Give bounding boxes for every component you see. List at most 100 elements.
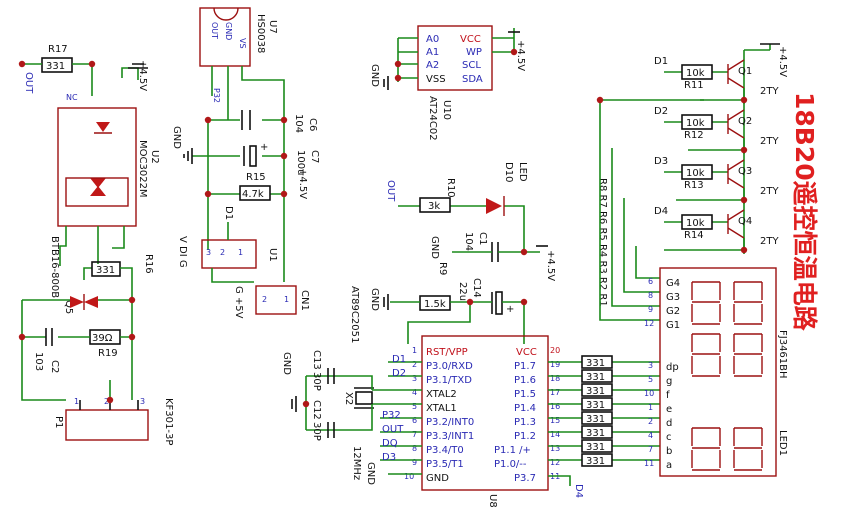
- svg-text:4: 4: [412, 388, 417, 397]
- u2-label: U2: [149, 150, 160, 164]
- p1-label: P1: [53, 416, 64, 428]
- svg-text:P1.6: P1.6: [514, 375, 536, 386]
- svg-text:9: 9: [648, 305, 653, 314]
- base-resistor: [681, 64, 713, 80]
- junction-dot: [466, 298, 474, 306]
- svg-text:30P: 30P: [311, 422, 322, 441]
- svg-text:20: 20: [550, 346, 560, 355]
- junction-dot: [740, 146, 748, 154]
- junction-dot: [302, 400, 310, 408]
- svg-text:4.7k: 4.7k: [242, 189, 264, 200]
- svg-text:A2: A2: [426, 60, 439, 71]
- u10-eeprom: A0 A1 A2 VSS VCC WP SCL SDA U10 AT24C02: [417, 25, 493, 141]
- c2-label: C2: [49, 360, 60, 373]
- digit-net-label: D1: [654, 56, 668, 67]
- svg-text:3k: 3k: [428, 201, 440, 212]
- svg-text:RST/VPP: RST/VPP: [426, 347, 468, 358]
- svg-text:a: a: [666, 460, 672, 471]
- svg-text:AT24C02: AT24C02: [427, 96, 438, 141]
- svg-text:5: 5: [412, 402, 417, 411]
- svg-text:C1: C1: [477, 232, 488, 245]
- svg-text:VCC: VCC: [460, 34, 481, 45]
- digit-net-label: D3: [654, 156, 668, 167]
- svg-text:G2: G2: [666, 306, 680, 317]
- x2-crystal: X2 12MHz: [343, 387, 374, 480]
- svg-text:100u: 100u: [295, 150, 306, 175]
- svg-text:6: 6: [648, 277, 653, 286]
- segment-digit: [691, 427, 721, 471]
- svg-text:G3: G3: [666, 292, 680, 303]
- supply-left: +4.5V: [137, 60, 148, 91]
- base-resistor-label: R11: [684, 80, 704, 91]
- gnd-u7: GND: [171, 126, 182, 149]
- svg-text:P1.5: P1.5: [514, 389, 536, 400]
- svg-text:D4: D4: [573, 484, 584, 498]
- segment-digit: [733, 427, 763, 471]
- svg-text:8: 8: [412, 444, 417, 453]
- r19-resistor: 39Ω R19: [89, 329, 121, 359]
- svg-text:AT89C2051: AT89C2051: [349, 286, 360, 343]
- junction-dot: [18, 60, 26, 68]
- transistor-label: Q2: [738, 116, 752, 127]
- svg-text:11: 11: [644, 459, 654, 468]
- svg-text:A0: A0: [426, 34, 439, 45]
- q5-label: Q5: [63, 300, 74, 314]
- svg-text:D2: D2: [392, 368, 406, 379]
- r16-value: 331: [96, 265, 115, 276]
- u7-part: HS0038: [255, 14, 266, 53]
- junction-dot: [740, 96, 748, 104]
- svg-text:P32: P32: [382, 410, 401, 421]
- svg-text:LED: LED: [517, 162, 528, 182]
- u2-optocoupler: NC U2 MOC3022M: [57, 93, 160, 227]
- svg-text:14: 14: [550, 430, 560, 439]
- r17-value: 331: [46, 61, 65, 72]
- svg-text:D3: D3: [382, 452, 396, 463]
- svg-text:1: 1: [284, 295, 289, 304]
- svg-text:VCC: VCC: [516, 347, 537, 358]
- svg-text:R10: R10: [445, 178, 456, 198]
- q5-part: BTB16-800B: [49, 236, 60, 298]
- svg-text:1: 1: [238, 248, 243, 257]
- svg-text:8: 8: [648, 291, 653, 300]
- svg-text:7: 7: [412, 430, 417, 439]
- svg-text:OUT: OUT: [210, 22, 219, 39]
- svg-text:9: 9: [412, 458, 417, 467]
- r9-resistor: 1.5k R9: [419, 262, 451, 311]
- digit-net-label: D2: [654, 106, 668, 117]
- svg-text:R8 R7 R6 R5 R4 R3 R2 R1: R8 R7 R6 R5 R4 R3 R2 R1: [597, 178, 608, 307]
- svg-text:dp: dp: [666, 362, 679, 373]
- svg-text:VSS: VSS: [426, 74, 446, 85]
- c7-capacitor: C7 100u +: [243, 142, 320, 175]
- svg-text:V DI G: V DI G: [177, 236, 188, 268]
- network-resistor-value: 331: [586, 442, 605, 453]
- svg-text:FJ3461BH: FJ3461BH: [777, 330, 788, 379]
- digit-net-label: D4: [654, 206, 668, 217]
- svg-text:GND: GND: [369, 64, 380, 87]
- svg-text:22u: 22u: [457, 282, 468, 301]
- segment-digit: [733, 333, 763, 377]
- c2-value: 103: [33, 352, 44, 371]
- svg-text:10k: 10k: [686, 68, 705, 79]
- svg-text:VS: VS: [238, 38, 247, 49]
- svg-text:P3.2/INT0: P3.2/INT0: [426, 417, 474, 428]
- base-resistor: [681, 164, 713, 180]
- svg-text:D1: D1: [392, 354, 406, 365]
- pnp-transistor: [727, 109, 745, 139]
- svg-text:XTAL2: XTAL2: [426, 389, 457, 400]
- r15-resistor: 4.7k R15: [239, 172, 271, 201]
- r16-label: R16: [143, 254, 154, 274]
- svg-text:1: 1: [74, 397, 79, 406]
- svg-text:2: 2: [412, 360, 417, 369]
- svg-text:C14: C14: [471, 278, 482, 298]
- svg-text:1: 1: [412, 346, 417, 355]
- svg-text:30P: 30P: [311, 372, 322, 391]
- svg-text:7: 7: [648, 445, 653, 454]
- base-resistor-label: R12: [684, 130, 704, 141]
- svg-text:+4.5V: +4.5V: [777, 46, 788, 77]
- network-resistor-value: 331: [586, 358, 605, 369]
- r19-value: 39Ω: [92, 333, 113, 344]
- junction-dot: [18, 333, 26, 341]
- junction-dot: [280, 152, 288, 160]
- circuit-title: 18B20遥控恒温电路: [790, 92, 819, 332]
- svg-text:5: 5: [648, 375, 653, 384]
